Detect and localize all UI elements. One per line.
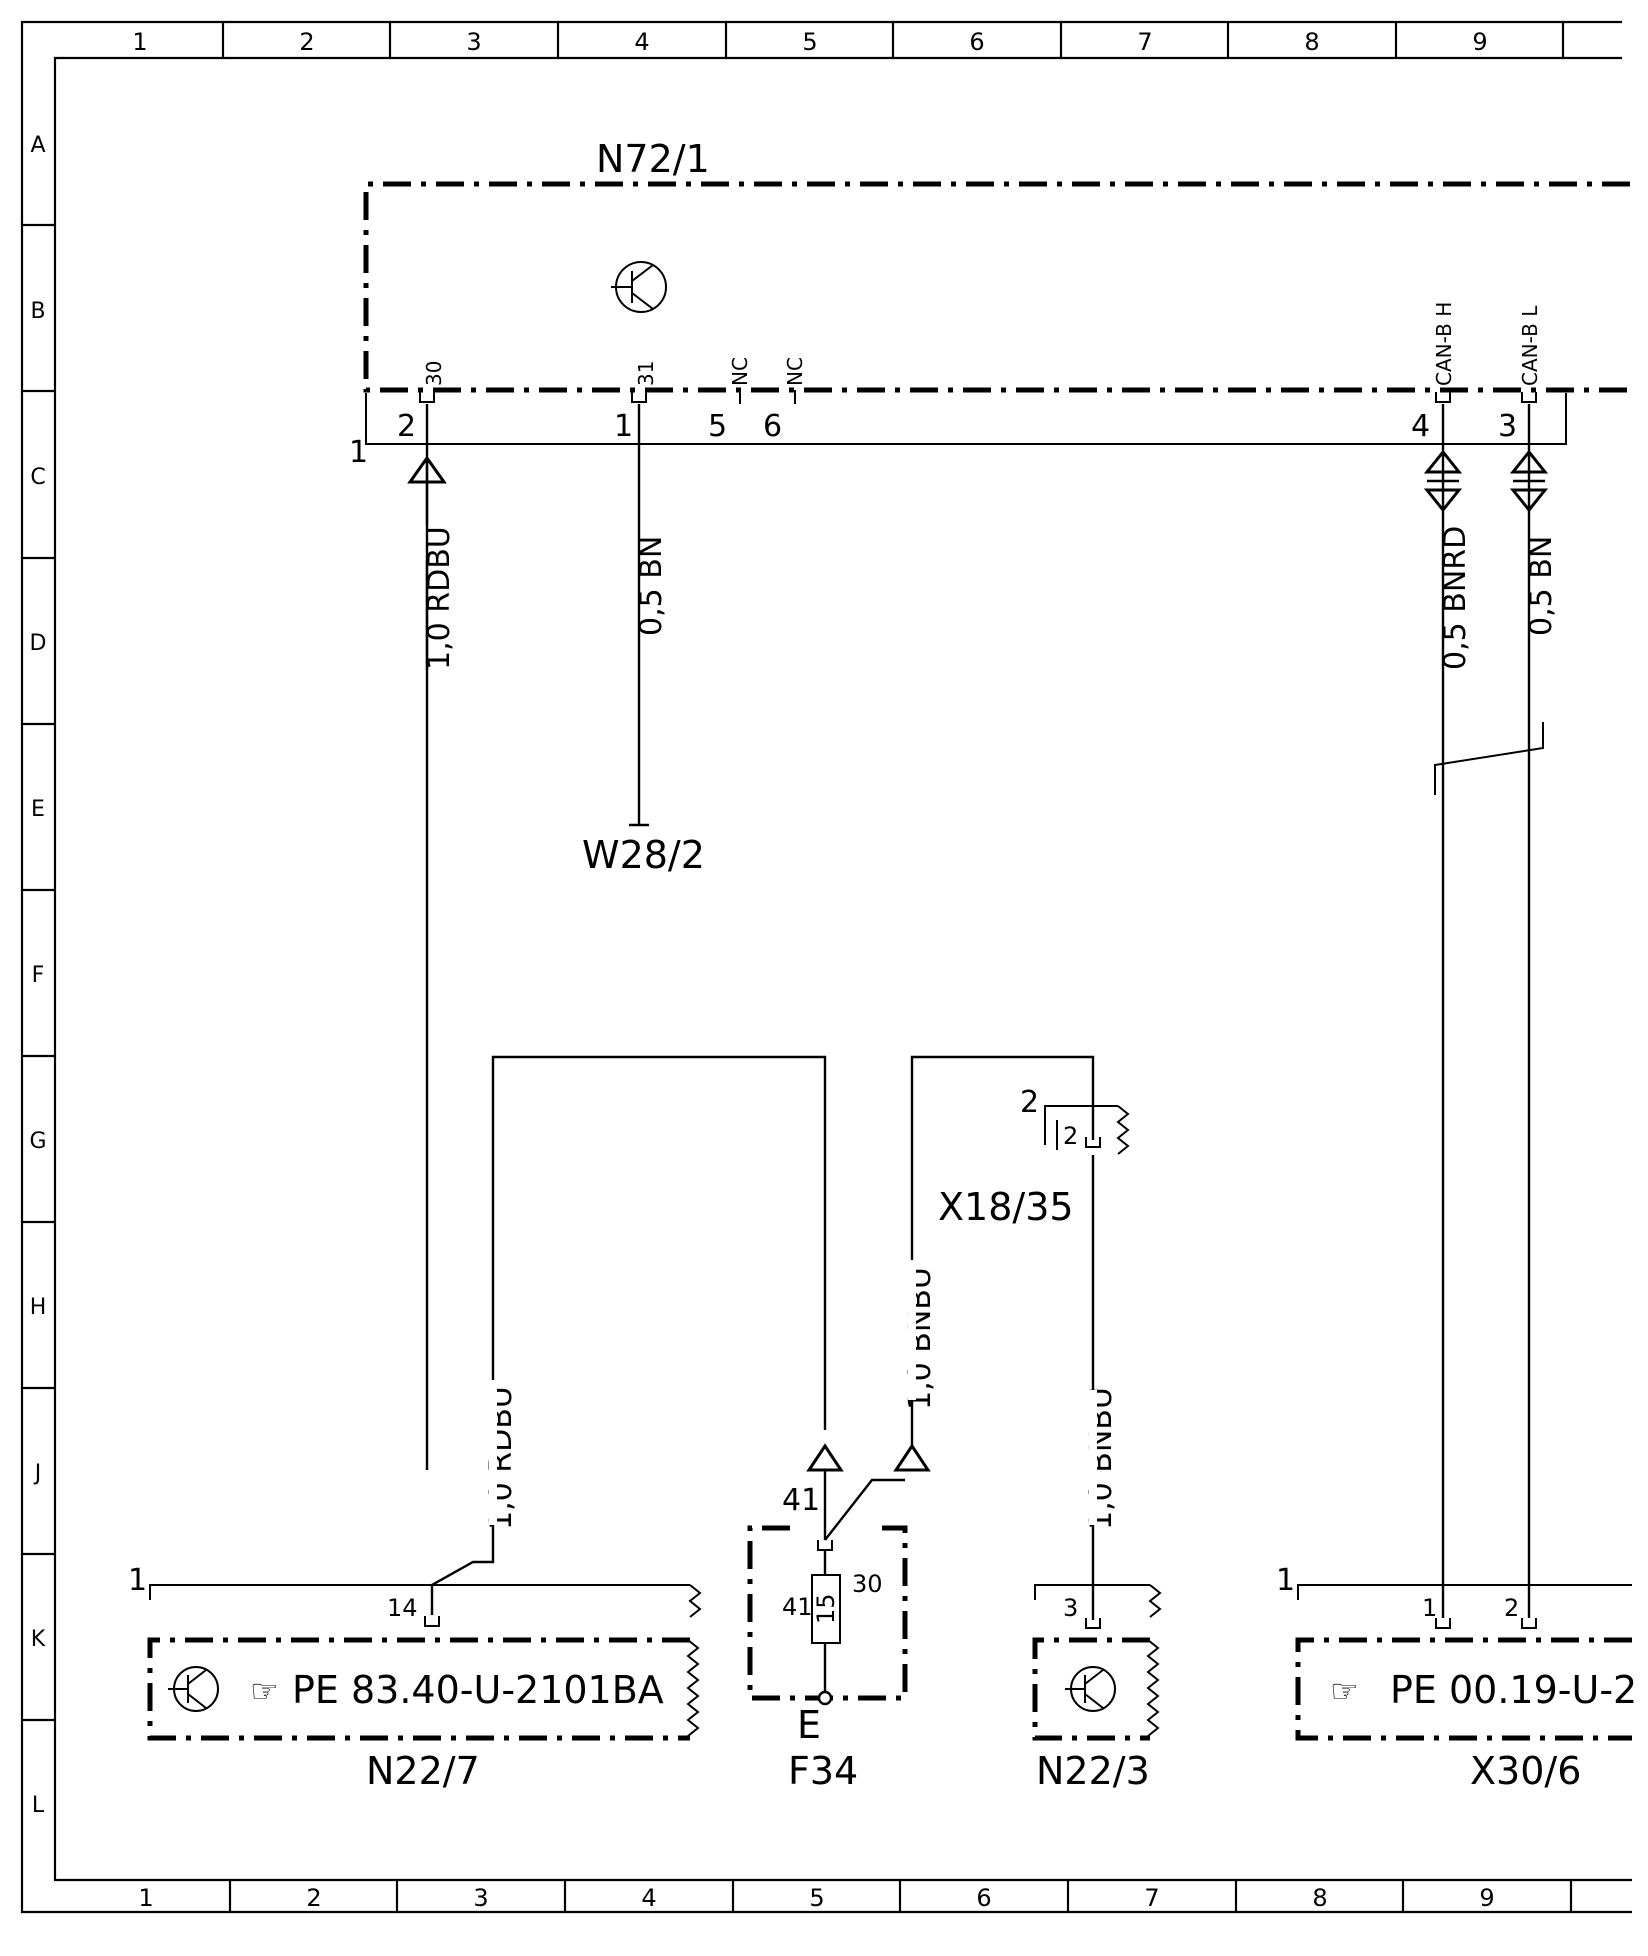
w28-2-name: W28/2 <box>582 833 705 877</box>
wire-bn-2: 0,5 BN <box>1509 404 1559 1618</box>
grid-col-top-6: 6 <box>969 28 984 56</box>
n22-7-name: N22/7 <box>366 1749 480 1793</box>
connector-x18-35: 2 2 X18/35 <box>938 1085 1130 1229</box>
x18-35-pin-outer: 2 <box>1020 1085 1039 1120</box>
grid-col-bottom-1: 1 <box>138 1884 153 1912</box>
ground-terminal-icon <box>817 1690 833 1706</box>
x30-6-name: X30/6 <box>1470 1749 1581 1793</box>
n72-1-pin-label-30: 30 <box>422 361 446 386</box>
n72-1-pin-3: 3 <box>1498 409 1517 444</box>
wire-label-bn-1: 0,5 BN <box>634 536 669 636</box>
n72-1-pin-label-nc-1: NC <box>728 357 752 386</box>
grid-col-top-3: 3 <box>466 28 481 56</box>
grid-row-h: H <box>30 1295 47 1320</box>
component-n72-1: N72/1 1 30 31 NC NC CAN-B H CAN-B L <box>349 137 1630 470</box>
wire-bn-1: 0,5 BN <box>629 404 669 827</box>
f34-terminal-41-top: 41 <box>782 1483 820 1518</box>
n72-1-connector: 1 <box>349 435 368 470</box>
wire-label-bnrd: 0,5 BNRD <box>1438 526 1473 670</box>
n72-1-pin-1: 1 <box>614 409 633 444</box>
x30-6-connector: 1 <box>1276 1563 1295 1598</box>
grid-col-top-7: 7 <box>1137 28 1152 56</box>
n72-1-name: N72/1 <box>596 137 710 181</box>
f34-fuse-rating: 15 <box>812 1593 840 1624</box>
grid-col-bottom-8: 8 <box>1312 1884 1327 1912</box>
grid-col-bottom-6: 6 <box>976 1884 991 1912</box>
n72-1-pin-4: 4 <box>1411 409 1430 444</box>
n72-1-pin-label-31: 31 <box>634 361 658 386</box>
grid-col-bottom-2: 2 <box>306 1884 321 1912</box>
x30-6-pin-1: 1 <box>1422 1594 1437 1622</box>
drawing-frame <box>20 20 1632 1914</box>
grid-col-top-9: 9 <box>1472 28 1487 56</box>
f34-ground-label: E <box>797 1703 821 1747</box>
n22-3-pin: 3 <box>1063 1594 1078 1622</box>
grid-row-a: A <box>30 133 45 158</box>
f34-name: F34 <box>788 1749 858 1793</box>
transistor-icon <box>1065 1666 1116 1712</box>
transistor-icon <box>611 261 667 313</box>
grid-col-bottom-9: 9 <box>1479 1884 1494 1912</box>
x18-35-pin: 2 <box>1063 1122 1078 1150</box>
wire-rdbu-1: 1,0 RDBU <box>407 404 457 1470</box>
component-n22-7: 1 14 ☞ PE 83.40-U-2101BA N22/7 <box>128 1563 702 1793</box>
grid-row-c: C <box>30 465 45 490</box>
grid-col-bottom-3: 3 <box>473 1884 488 1912</box>
x30-6-ref: PE 00.19-U-2 <box>1390 1668 1637 1712</box>
grid-col-top-1: 1 <box>132 28 147 56</box>
grid-row-g: G <box>29 1129 46 1154</box>
wire-label-bn-2: 0,5 BN <box>1524 536 1559 636</box>
grid-row-k: K <box>31 1627 46 1652</box>
n22-7-pin: 14 <box>387 1594 418 1622</box>
f34-terminal-41-side: 41 <box>782 1593 813 1621</box>
wire-bnbu-2: 1,0 BNBU <box>1084 1155 1119 1620</box>
grid-row-f: F <box>32 963 45 988</box>
grid-col-top-4: 4 <box>634 28 649 56</box>
component-f34: 41 15 41 30 E F34 <box>747 1483 908 1793</box>
twisted-pair-marker <box>1434 722 1544 795</box>
grid-col-bottom-5: 5 <box>809 1884 824 1912</box>
grid-row-j: J <box>33 1461 42 1486</box>
component-n22-3: 3 N22/3 <box>1032 1584 1162 1793</box>
wire-rdbu-2: 1,0 RDBU <box>430 1055 844 1615</box>
n72-1-pin-2: 2 <box>397 409 416 444</box>
grid-col-bottom-4: 4 <box>641 1884 656 1912</box>
grid-col-top-5: 5 <box>802 28 817 56</box>
n22-7-ref: PE 83.40-U-2101BA <box>292 1668 664 1712</box>
n72-1-pin-6: 6 <box>763 409 782 444</box>
grid-row-l: L <box>32 1793 45 1818</box>
grid-col-top-8: 8 <box>1304 28 1319 56</box>
wire-bnbu-1: 1,0 BNBU <box>824 1055 1095 1541</box>
grid-row-d: D <box>30 631 47 656</box>
n72-1-pin-label-canh: CAN-B H <box>1432 302 1456 386</box>
component-x30-6: 1 1 2 ☞ PE 00.19-U-2 X30/6 <box>1276 1563 1637 1793</box>
f34-terminal-30: 30 <box>852 1570 883 1598</box>
grid-row-e: E <box>31 797 45 822</box>
n72-1-pin-label-canl: CAN-B L <box>1518 305 1542 386</box>
n72-1-pin-5: 5 <box>708 409 727 444</box>
n22-3-name: N22/3 <box>1036 1749 1150 1793</box>
wire-bnrd: 0,5 BNRD <box>1423 404 1473 1618</box>
n22-7-connector: 1 <box>128 1563 147 1598</box>
n72-1-pin-label-nc-2: NC <box>783 357 807 386</box>
grid-col-bottom-7: 7 <box>1144 1884 1159 1912</box>
x30-6-pin-2: 2 <box>1504 1594 1519 1622</box>
x18-35-name: X18/35 <box>938 1185 1074 1229</box>
grid-col-top-2: 2 <box>299 28 314 56</box>
pointing-hand-icon: ☞ <box>250 1672 279 1710</box>
transistor-icon <box>168 1666 219 1712</box>
grid-row-b: B <box>30 299 45 324</box>
pointing-hand-icon: ☞ <box>1330 1672 1359 1710</box>
